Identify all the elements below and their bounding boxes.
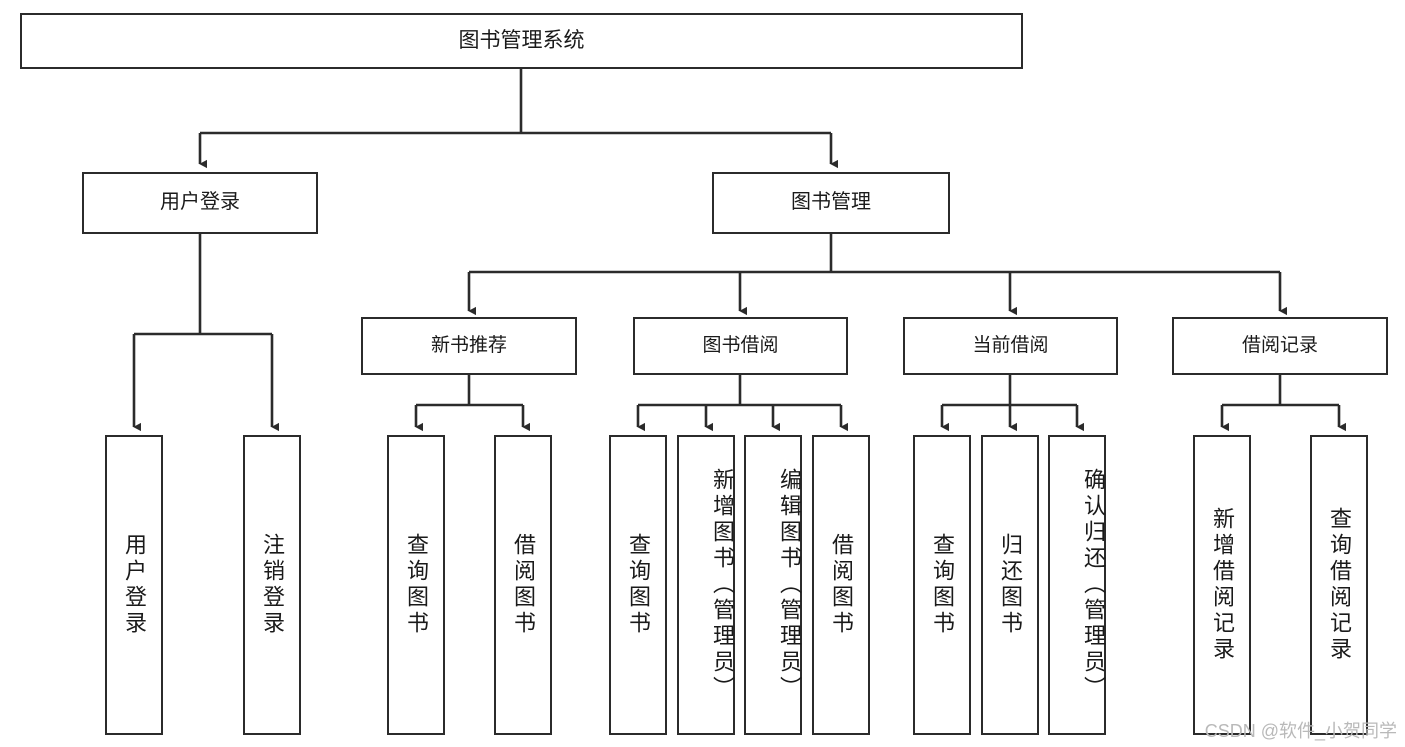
leaf-record-add-record[interactable]: 新增借阅记录 bbox=[1193, 435, 1251, 735]
node-new-book-recommend[interactable]: 新书推荐 bbox=[361, 317, 577, 375]
leaf-recommend-query-book[interactable]: 查询图书 bbox=[387, 435, 445, 735]
node-label: 查询图书 bbox=[930, 533, 955, 637]
node-label: 注销登录 bbox=[260, 533, 285, 637]
node-current-borrow[interactable]: 当前借阅 bbox=[903, 317, 1118, 375]
node-label: 图书借阅 bbox=[702, 334, 779, 356]
node-label: 借阅图书 bbox=[511, 533, 536, 637]
leaf-borrow-query-book[interactable]: 查询图书 bbox=[609, 435, 667, 735]
leaf-borrow-borrow-book[interactable]: 借阅图书 bbox=[812, 435, 870, 735]
node-label: 查询图书 bbox=[404, 533, 429, 637]
node-label: 借阅图书 bbox=[829, 533, 854, 637]
node-label: 新增图书（管理员） bbox=[710, 468, 735, 702]
leaf-recommend-borrow-book[interactable]: 借阅图书 bbox=[494, 435, 552, 735]
leaf-current-confirm-return-admin[interactable]: 确认归还（管理员） bbox=[1048, 435, 1106, 735]
node-label: 图书管理 bbox=[791, 191, 871, 214]
node-book-management[interactable]: 图书管理 bbox=[712, 172, 950, 234]
node-user-login[interactable]: 用户登录 bbox=[82, 172, 318, 234]
node-label: 归还图书 bbox=[998, 533, 1023, 637]
node-label: 借阅记录 bbox=[1241, 334, 1318, 356]
node-label: 查询借阅记录 bbox=[1327, 507, 1352, 663]
node-label: 编辑图书（管理员） bbox=[777, 468, 802, 702]
node-label: 用户登录 bbox=[160, 191, 240, 214]
leaf-borrow-edit-book-admin[interactable]: 编辑图书（管理员） bbox=[744, 435, 802, 735]
node-borrow-record[interactable]: 借阅记录 bbox=[1172, 317, 1388, 375]
node-book-borrow[interactable]: 图书借阅 bbox=[633, 317, 848, 375]
node-label: 确认归还（管理员） bbox=[1081, 468, 1106, 702]
leaf-borrow-add-book-admin[interactable]: 新增图书（管理员） bbox=[677, 435, 735, 735]
node-label: 查询图书 bbox=[626, 533, 651, 637]
node-root-system[interactable]: 图书管理系统 bbox=[20, 13, 1023, 69]
node-label: 新增借阅记录 bbox=[1210, 507, 1235, 663]
leaf-user-login-login[interactable]: 用户登录 bbox=[105, 435, 163, 735]
leaf-user-login-logout[interactable]: 注销登录 bbox=[243, 435, 301, 735]
node-label: 新书推荐 bbox=[430, 334, 507, 356]
node-label: 用户登录 bbox=[122, 533, 147, 637]
leaf-record-query-record[interactable]: 查询借阅记录 bbox=[1310, 435, 1368, 735]
node-label: 图书管理系统 bbox=[458, 28, 585, 52]
node-label: 当前借阅 bbox=[972, 334, 1049, 356]
leaf-current-return-book[interactable]: 归还图书 bbox=[981, 435, 1039, 735]
leaf-current-query-book[interactable]: 查询图书 bbox=[913, 435, 971, 735]
